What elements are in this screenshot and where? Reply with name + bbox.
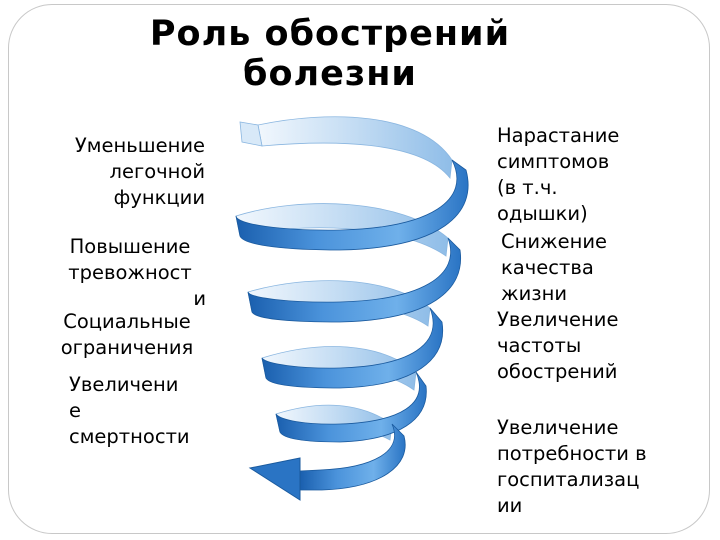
right-label-1-line-4: одышки) — [497, 201, 687, 227]
right-label-3-line-3: обострений — [497, 359, 687, 385]
right-label-1: Нарастание симптомов (в т.ч. одышки) — [497, 123, 687, 227]
left-label-1: Уменьшение легочной функции — [30, 133, 205, 211]
left-label-4-line-1: Увеличени — [69, 372, 229, 398]
right-label-2: Снижение качества жизни — [501, 229, 691, 307]
left-label-2-line-1: Повышение — [50, 234, 210, 260]
right-label-3: Увеличение частоты обострений — [497, 307, 687, 385]
left-label-1-line-1: Уменьшение — [30, 133, 205, 159]
right-label-1-line-3: (в т.ч. — [497, 175, 687, 201]
left-label-2: Повышение тревожност и — [50, 234, 210, 312]
left-label-4-line-3: смертности — [69, 424, 229, 450]
right-label-1-line-1: Нарастание — [497, 123, 687, 149]
right-label-1-line-2: симптомов — [497, 149, 687, 175]
right-label-2-line-3: жизни — [501, 281, 691, 307]
left-label-3-line-2: ограничения — [44, 335, 210, 361]
left-label-1-line-3: функции — [30, 185, 205, 211]
left-label-3: Социальные ограничения — [44, 309, 210, 361]
left-label-4: Увеличени е смертности — [69, 372, 229, 450]
right-label-4: Увеличение потребности в госпитализац ии — [497, 415, 697, 519]
right-label-4-line-3: госпитализац — [497, 467, 697, 493]
left-label-2-line-2: тревожност — [50, 260, 210, 286]
right-label-3-line-2: частоты — [497, 333, 687, 359]
right-label-2-line-2: качества — [501, 255, 691, 281]
left-label-1-line-2: легочной — [30, 159, 205, 185]
right-label-4-line-1: Увеличение — [497, 415, 697, 441]
right-label-4-line-2: потребности в — [497, 441, 697, 467]
right-label-2-line-1: Снижение — [501, 229, 691, 255]
right-label-4-line-4: ии — [497, 493, 697, 519]
spiral-arrow-head — [250, 458, 300, 500]
right-label-3-line-1: Увеличение — [497, 307, 687, 333]
left-label-4-line-2: е — [69, 398, 229, 424]
left-label-3-line-1: Социальные — [44, 309, 210, 335]
